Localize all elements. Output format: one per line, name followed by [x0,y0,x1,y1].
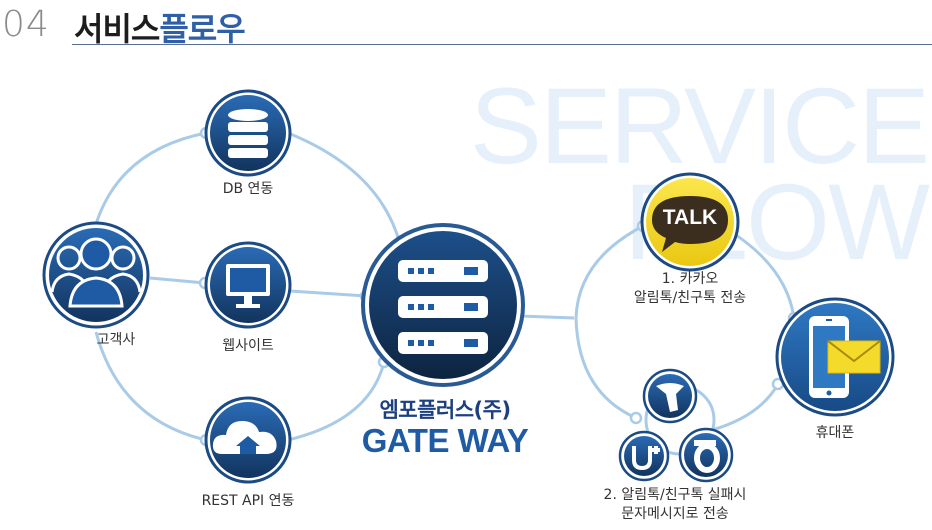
lgu-icon [632,446,660,471]
kakao-label-line2: 알림톡/친구톡 전송 [633,290,747,306]
gateway-subtitle: GATE WAY [361,422,529,459]
lgu-node [618,430,670,482]
monitor-icon [226,264,270,308]
skt-node [642,368,698,424]
skt-icon [656,383,684,412]
watermark-line1: SERVICE [469,65,930,186]
header-divider [72,44,932,45]
phone-label: 휴대폰 [815,425,855,441]
line-web-gateway [289,289,367,298]
server-icon [398,260,488,354]
kakao-label: 1. 카카오 알림톡/친구톡 전송 [610,270,770,308]
olleh-node [678,427,734,483]
smartphone-mail-icon [809,316,881,398]
section-title-dark: 서비스 [74,10,160,48]
section-title-blue: 플로우 [159,10,245,48]
carriers-label-line1: 2. 알림톡/친구톡 실패시 [603,487,747,503]
db-node [204,89,292,177]
line-talk-carriers [574,224,644,420]
section-number: 04 [2,4,50,45]
carriers-label: 2. 알림톡/친구톡 실패시 문자메시지로 전송 [575,486,775,524]
line-rest-gateway [287,361,386,442]
db-label: DB 연동 [222,181,274,197]
cloud-home-icon [212,420,277,454]
section-title: 서비스플로우 [74,4,246,50]
rest-node [204,396,292,484]
line-customer-rest [94,331,207,442]
customer-label: 고객사 [96,332,136,348]
users-icon [50,237,142,308]
carriers-label-line2: 문자메시지로 전송 [621,506,729,522]
line-customer-db [94,131,207,225]
olleh-icon [694,440,720,473]
gateway-node [361,223,525,387]
rest-label: REST API 연동 [201,493,295,509]
database-icon [228,109,268,158]
customer-node [42,221,150,329]
line-carriers-phone [711,383,780,432]
kakao-badge: TALK [662,206,718,229]
kakao-node [640,172,740,272]
web-node [204,241,292,329]
kakaotalk-icon [652,196,728,252]
line-db-gateway [287,131,402,245]
line-gateway-flow [519,314,575,320]
web-label: 웹사이트 [222,338,274,354]
gateway-name: 엠포플러스(주) [379,398,511,422]
dot [629,411,643,425]
line-customer-web [149,276,206,285]
phone-node [775,297,895,417]
kakao-label-line1: 1. 카카오 [661,271,719,287]
